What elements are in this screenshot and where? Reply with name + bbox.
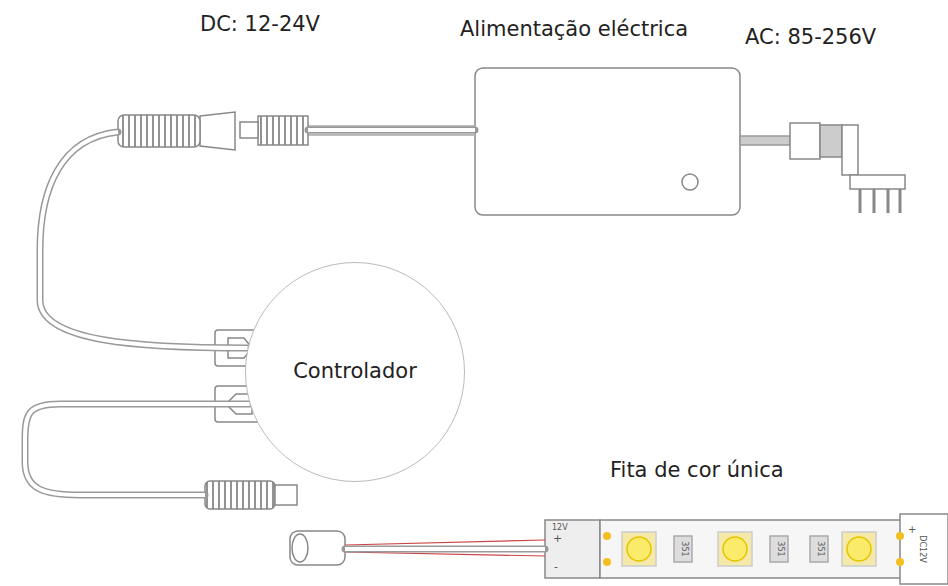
pin-label: -: [554, 561, 558, 572]
resistor-code: 351: [776, 541, 784, 556]
led-strip: Fita de cor única: [545, 455, 948, 586]
power-box-outline: [475, 68, 740, 215]
voltage-label: DC: 12-24V: [200, 12, 320, 37]
strip-outline: [545, 520, 948, 578]
pin-label: 12V: [552, 524, 568, 532]
power-supply-drawing: [118, 68, 948, 584]
node-heading: Fita de cor única: [610, 458, 784, 483]
resistor-code: 351: [816, 541, 824, 556]
node-label: Controlador: [293, 359, 417, 384]
resistor-code: 351: [680, 541, 688, 556]
controller-circle: Controlador: [245, 262, 465, 482]
pin-label: +: [908, 525, 916, 535]
power-supply: Alimentação eléctrica: [455, 15, 755, 220]
pin-label: +: [553, 533, 562, 544]
voltage-mark: DC12V: [918, 535, 926, 562]
voltage-label: AC: 85-256V: [745, 25, 876, 50]
node-heading: Alimentação eléctrica: [460, 17, 688, 42]
